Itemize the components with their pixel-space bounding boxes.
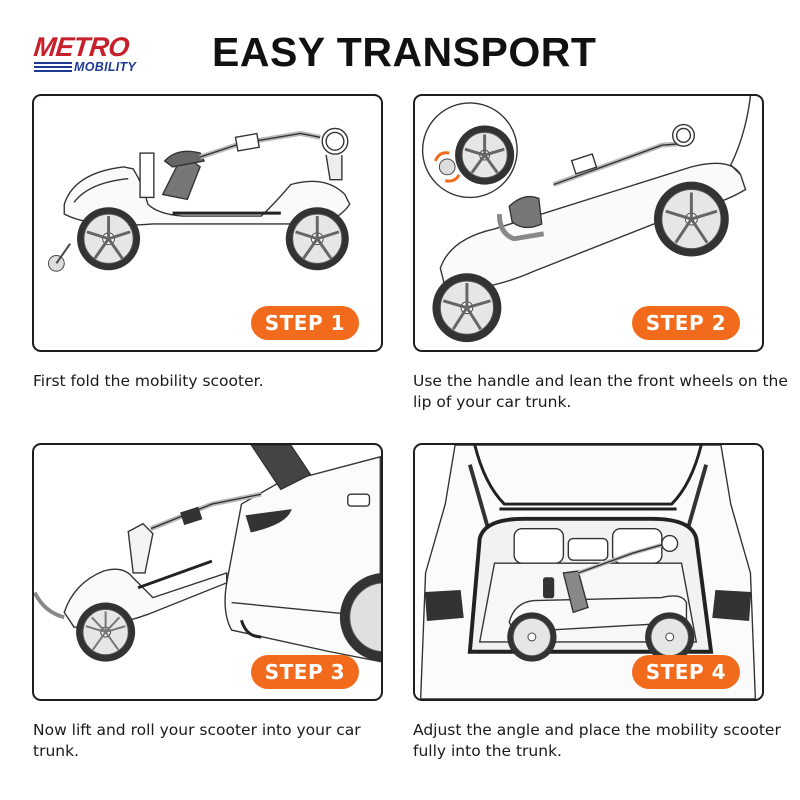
tilted-scooter-illustration <box>421 96 752 343</box>
brand-logo: METRO MOBILITY <box>32 32 149 74</box>
step-2-panel: STEP 2 <box>413 94 764 352</box>
step-3-caption: Now lift and roll your scooter into your… <box>33 721 361 760</box>
step-2-caption: Use the handle and lean the front wheels… <box>413 372 788 411</box>
page-title: EASY TRANSPORT <box>212 29 597 75</box>
step-3-badge: STEP 3 <box>250 655 359 689</box>
step-2-badge: STEP 2 <box>631 306 740 340</box>
wheel-detail-inset <box>421 102 518 199</box>
step-1-badge: STEP 1 <box>250 306 359 340</box>
step-1-panel: STEP 1 <box>32 94 383 352</box>
step-4-panel: STEP 4 <box>413 443 764 701</box>
step-1-caption: First fold the mobility scooter. <box>33 372 264 390</box>
scooter-in-trunk-illustration <box>419 445 757 699</box>
folded-scooter-illustration <box>48 127 351 272</box>
logo-mobility-text: MOBILITY <box>74 60 137 74</box>
scooter-into-car-illustration <box>34 445 381 663</box>
step-3-panel: STEP 3 <box>32 443 383 701</box>
logo-stripes <box>34 62 72 72</box>
step-4-badge: STEP 4 <box>631 655 740 689</box>
logo-metro-text: METRO <box>32 32 131 62</box>
step-4-caption: Adjust the angle and place the mobility … <box>413 721 781 760</box>
